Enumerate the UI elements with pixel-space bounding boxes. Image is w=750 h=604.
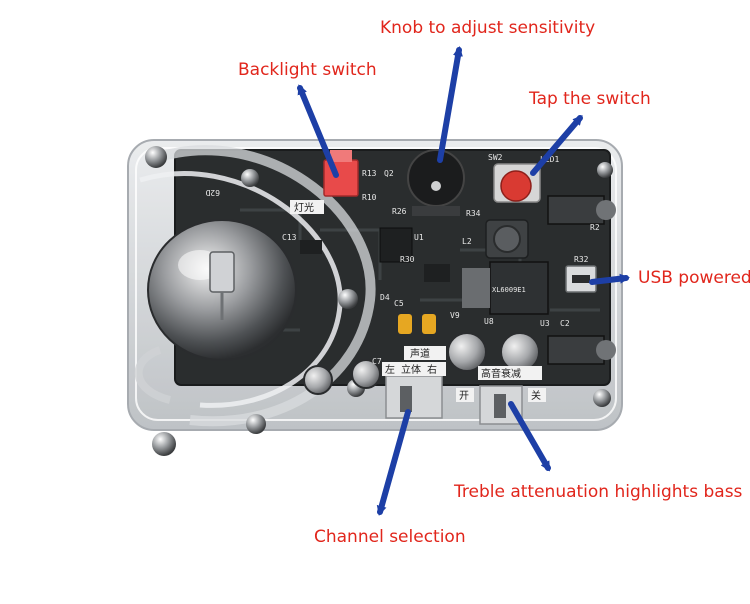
treble-label-box xyxy=(478,366,542,380)
knob-pot-body xyxy=(412,206,460,216)
sensitivity-knob-center xyxy=(431,181,441,191)
silk-l2: L2 xyxy=(462,237,472,246)
silk-c13: C13 xyxy=(282,233,297,242)
label-channel: Channel selection xyxy=(314,527,466,547)
silk-d4: D4 xyxy=(380,293,390,302)
arrow-treble xyxy=(508,401,551,472)
tap-switch-button xyxy=(500,170,532,202)
silk-light: 灯光 xyxy=(294,201,314,214)
ic-small-2 xyxy=(300,240,322,254)
silk-c7: C7 xyxy=(372,357,382,366)
standoff-ball-bottom-right xyxy=(593,389,611,407)
silk-r13: R13 xyxy=(362,169,377,178)
standoff-ball-top-mid xyxy=(241,169,259,187)
standoff-ball-top-right xyxy=(597,162,613,178)
electrolytic-cap-4 xyxy=(303,365,333,395)
arrow-usb xyxy=(589,273,630,285)
silk-r10: R10 xyxy=(362,193,377,202)
silk-u1: U1 xyxy=(414,233,424,242)
tantalum-cap-2 xyxy=(422,314,436,334)
audio-jack-top xyxy=(547,195,605,225)
switch-on-box xyxy=(456,388,474,402)
label-usb: USB powered xyxy=(638,268,750,288)
silk-ic-main: XL6009E1 xyxy=(492,286,526,294)
ic-small-1 xyxy=(424,264,450,282)
label-treble: Treble attenuation highlights bass xyxy=(454,482,743,502)
arrow-channel xyxy=(376,409,411,516)
audio-jack-bottom xyxy=(547,335,605,365)
silk-c2: C2 xyxy=(560,319,570,328)
silk-r26: R26 xyxy=(392,207,407,216)
acrylic-arc-3 xyxy=(134,346,172,404)
arrow-tap xyxy=(530,114,583,176)
audio-jack-top-hole xyxy=(596,200,616,220)
silk-r30: R30 xyxy=(400,255,415,264)
ic-u1 xyxy=(379,227,413,263)
arrow-backlight xyxy=(297,84,339,178)
silk-sw2: SW2 xyxy=(488,153,503,162)
silk-channel-bottom: 左 立体 右 xyxy=(385,363,437,376)
silk-c5: C5 xyxy=(394,299,404,308)
silk-led1: LED1 xyxy=(540,155,559,164)
usb-port-opening xyxy=(572,275,590,283)
channel-label-box-top xyxy=(404,346,446,360)
arrow-knob xyxy=(437,46,463,163)
silk-r34: R34 xyxy=(466,209,481,218)
silk-r32: R32 xyxy=(574,255,589,264)
silk-v9: V9 xyxy=(450,311,460,320)
standoff-ball-bottom-left xyxy=(152,432,176,456)
channel-switch-slider xyxy=(400,386,412,412)
silk-q2: Q2 xyxy=(384,169,394,178)
electrolytic-cap-2 xyxy=(500,332,540,372)
label-knob: Knob to adjust sensitivity xyxy=(380,18,596,38)
label-tap: Tap the switch xyxy=(529,89,651,109)
standoff-ball-top-left xyxy=(145,146,167,168)
silk-62d: 62D xyxy=(205,188,220,197)
ic-xl6009 xyxy=(489,261,549,315)
switch-off-box xyxy=(528,388,546,402)
treble-switch-slider xyxy=(494,394,506,418)
acrylic-arc-1 xyxy=(148,145,376,427)
light-label-box xyxy=(290,200,324,214)
electrolytic-cap-1 xyxy=(447,332,487,372)
silk-u8: U8 xyxy=(484,317,494,326)
inductor-coil xyxy=(493,225,521,253)
channel-switch-body xyxy=(385,375,443,419)
ic-heatsink-tab xyxy=(462,268,490,308)
tube-electrode xyxy=(209,251,235,293)
label-backlight: Backlight switch xyxy=(238,60,377,80)
silk-treble: 高音衰减 xyxy=(481,367,521,380)
electrolytic-cap-3 xyxy=(351,359,381,389)
backlight-switch-slider xyxy=(330,150,352,162)
silk-u3: U3 xyxy=(540,319,550,328)
audio-jack-bottom-hole xyxy=(596,340,616,360)
sensitivity-knob xyxy=(407,149,465,207)
standoff-ball-right xyxy=(338,289,358,309)
silk-channel-top: 声道 xyxy=(410,347,430,360)
silk-r2: R2 xyxy=(590,223,600,232)
silk-switch-on: 开 xyxy=(459,391,469,402)
channel-label-box-bottom xyxy=(382,362,446,376)
tantalum-cap-1 xyxy=(398,314,412,334)
acrylic-edge xyxy=(135,147,617,421)
standoff-ball-bottom-mid xyxy=(246,414,266,434)
silk-switch-off: 关 xyxy=(531,389,541,402)
